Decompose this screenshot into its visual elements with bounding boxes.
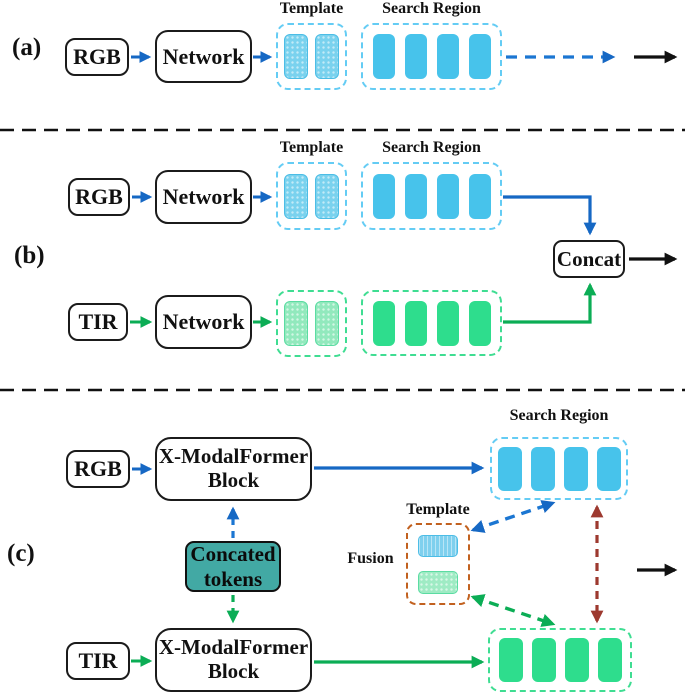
a-search-token: [436, 34, 459, 79]
b-search-token-tir: [404, 300, 427, 346]
b-search-token-rgb: [436, 173, 459, 219]
c-tir-block: X-ModalFormer Block: [155, 628, 312, 692]
c-search-box-tir: [488, 628, 632, 692]
a-search-token: [372, 34, 395, 79]
b-template-token-rgb: [284, 173, 308, 219]
c-fusion-label: Fusion: [347, 550, 394, 567]
b-template-label: Template: [279, 139, 344, 156]
c-rgb-block: X-ModalFormer Block: [155, 437, 312, 501]
c-search-token-tir: [498, 638, 523, 682]
c-template-label: Template: [406, 501, 470, 518]
a-template-token: [284, 34, 308, 79]
c-search-label: Search Region: [509, 407, 609, 424]
c-tir-block-line1: X-ModalFormer: [158, 635, 309, 660]
c-concated-tokens-line1: Concated: [190, 542, 276, 567]
c-search-box-rgb: [490, 437, 628, 500]
b-template-token-tir: [284, 301, 308, 346]
a-search-box: [361, 23, 502, 90]
b-search-box-tir: [361, 290, 502, 356]
c-fusion-template-box: [406, 523, 470, 605]
a-search-label: Search Region: [382, 0, 481, 17]
a-network-box: Network: [155, 30, 252, 83]
section-a-label: (a): [12, 34, 42, 61]
b-search-token-rgb: [372, 173, 395, 219]
b-search-token-rgb: [468, 173, 491, 219]
c-search-token-tir: [531, 638, 556, 682]
c-search-token-tir: [597, 638, 622, 682]
a-search-token: [468, 34, 491, 79]
b-search-token-rgb: [404, 173, 427, 219]
a-rgb-box: RGB: [65, 38, 129, 76]
c-fusion-token-rgb: [418, 534, 458, 557]
b-template-box-rgb: [276, 162, 347, 230]
b-network-tir-box: Network: [155, 295, 252, 349]
c-rgb-block-line2: Block: [207, 468, 260, 492]
section-b-label: (b): [14, 242, 45, 269]
c-concated-tokens-line2: tokens: [203, 566, 263, 591]
c-search-token-rgb: [563, 446, 588, 491]
c-concated-tokens-box: Concated tokens: [185, 541, 281, 592]
b-rgb-box: RGB: [68, 178, 130, 216]
b-search-token-tir: [468, 300, 491, 346]
c-dashed-arrow-template-search-rgb: [470, 500, 556, 533]
b-template-token-tir: [315, 301, 339, 346]
b-search-label: Search Region: [382, 139, 481, 156]
c-search-token-rgb: [596, 446, 621, 491]
b-template-token-rgb: [315, 173, 339, 219]
b-search-token-tir: [372, 300, 395, 346]
a-template-token: [315, 34, 339, 79]
c-search-token-tir: [564, 638, 589, 682]
c-rgb-block-line1: X-ModalFormer: [158, 444, 309, 469]
b-search-box-rgb: [361, 162, 502, 230]
c-search-token-rgb: [530, 446, 555, 491]
b-concat-box: Concat: [553, 240, 625, 278]
b-line-search-to-concat-tir: [503, 282, 597, 324]
a-template-label: Template: [279, 0, 344, 17]
b-line-search-to-concat-rgb: [503, 195, 597, 236]
section-c-label: (c): [7, 540, 35, 567]
b-template-box-tir: [276, 290, 347, 357]
c-tir-block-line2: Block: [207, 659, 260, 683]
a-template-box: [276, 23, 347, 90]
a-search-token: [404, 34, 427, 79]
b-search-token-tir: [436, 300, 459, 346]
c-tir-box: TIR: [66, 642, 130, 680]
b-network-rgb-box: Network: [155, 170, 252, 224]
b-tir-box: TIR: [68, 303, 128, 341]
c-search-token-rgb: [497, 446, 522, 491]
c-dashed-arrow-template-search-tir: [470, 594, 556, 627]
c-fusion-token-tir: [418, 570, 458, 594]
c-rgb-box: RGB: [66, 450, 130, 488]
